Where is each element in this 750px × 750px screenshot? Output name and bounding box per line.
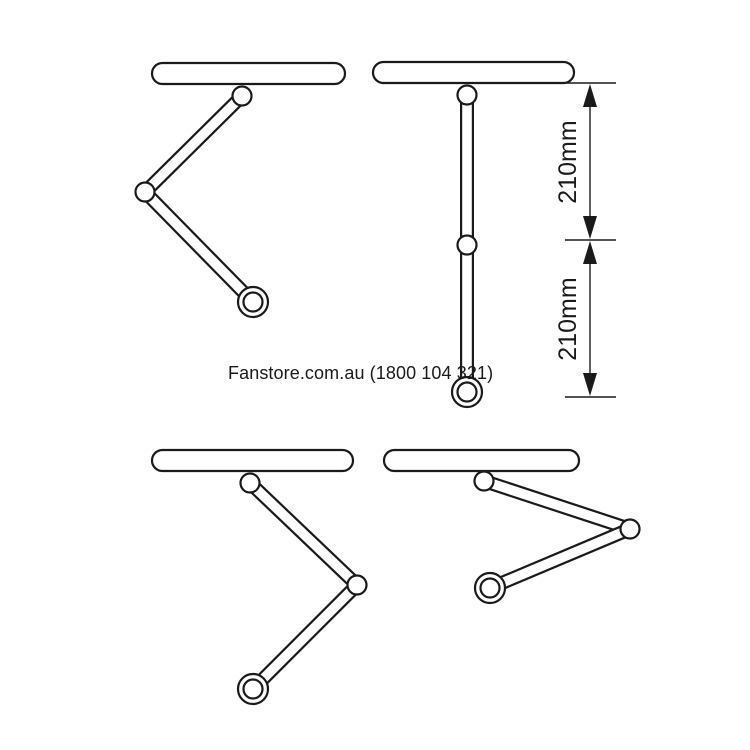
arm-segment-upper-fill [479,476,635,534]
arm-segment-upper-fill [245,478,362,590]
arm-figure-folded-left [134,61,347,319]
fan-mount-inner [242,291,264,313]
joint-top [231,85,253,107]
arrowhead-upper-top [583,84,597,107]
joint-elbow [134,181,156,203]
joint-top [239,472,261,494]
arm-figure-straight [371,60,576,409]
joint-top [473,470,495,492]
mounting-bar [150,61,347,86]
arm-figure-elbow-right [150,448,368,706]
arm-segment-lower-fill [485,524,635,593]
joint-top [456,84,478,106]
mounting-bar [150,448,355,473]
arm-segment-upper-fill [140,91,247,197]
fan-mount-inner [242,678,264,700]
dimension-label-lower: 210mm [554,277,582,360]
mounting-bar [382,448,581,473]
joint-elbow [619,518,641,540]
joint-elbow [346,574,368,596]
fan-mount-inner [456,381,478,403]
dimension-label-upper: 210mm [554,120,582,203]
arm-figure-elbow-shallow [382,448,641,605]
arm-segment-lower-fill [140,187,258,307]
arrowhead-lower-bottom [583,373,597,396]
arrowhead-upper-bottom [583,216,597,239]
fan-mount-inner [479,577,501,599]
watermark-text: Fanstore.com.au (1800 104 321) [228,363,494,383]
arm-segment-lower-fill [248,580,362,694]
dimension-annotations [565,82,616,398]
mounting-bar [371,60,576,85]
arrowhead-lower-top [583,241,597,264]
joint-middle [456,234,478,256]
